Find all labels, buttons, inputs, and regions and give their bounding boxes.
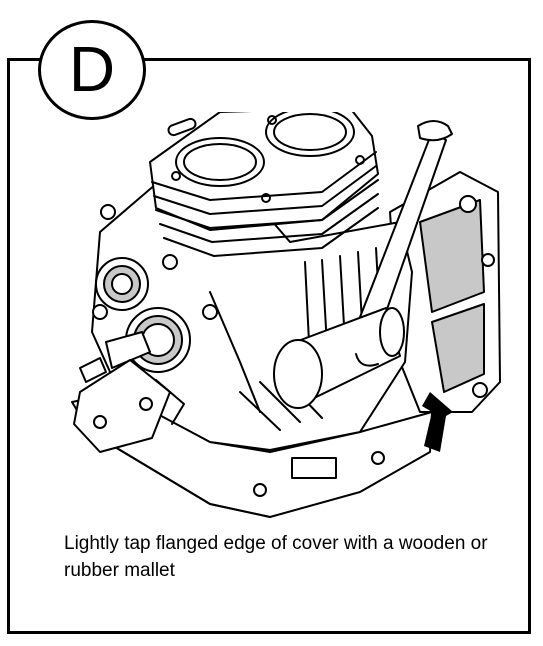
side-plate	[73, 359, 185, 453]
arrow-up-icon	[422, 392, 453, 452]
mallet	[273, 120, 453, 409]
cylinder-head	[149, 112, 379, 257]
cover-flange	[389, 171, 501, 413]
step-frame	[7, 58, 531, 634]
shaft-and-bearings	[79, 204, 218, 383]
step-caption: Lightly tap flanged edge of cover with a…	[64, 533, 488, 581]
step-badge: D	[38, 20, 146, 120]
engine-illustration	[71, 112, 501, 518]
step-letter: D	[68, 33, 116, 105]
